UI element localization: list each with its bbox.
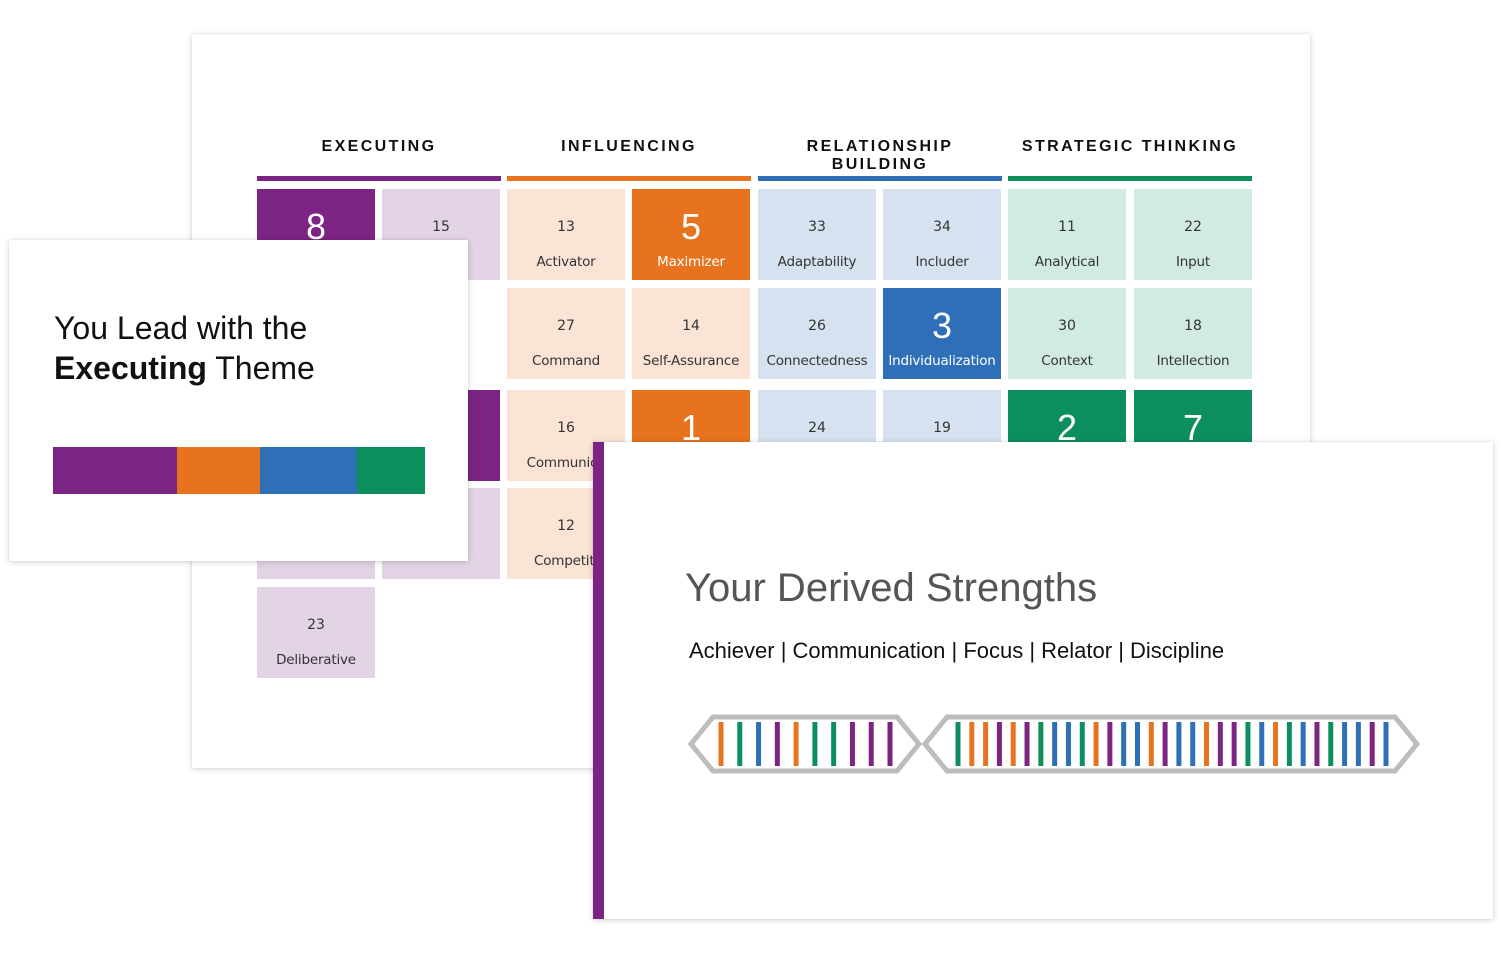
strength-rank: 26 <box>808 318 826 334</box>
derived-title: Your Derived Strengths <box>685 566 1098 610</box>
strength-name: Maximizer <box>657 254 725 270</box>
domain-bar <box>1008 176 1252 181</box>
strength-name: Input <box>1176 254 1210 270</box>
domain-header-executing: EXECUTING <box>321 138 437 155</box>
lead-theme-name: Executing <box>54 350 207 386</box>
strength-name: Intellection <box>1156 353 1230 369</box>
domain-header-influencing: INFLUENCING <box>561 138 697 155</box>
strength-rank: 16 <box>557 420 575 436</box>
strength-rank: 23 <box>307 617 325 633</box>
strength-rank: 18 <box>1184 318 1202 334</box>
strength-rank: 2 <box>1056 407 1078 448</box>
domain-header-relationship-building: RELATIONSHIP BUILDING <box>806 138 954 173</box>
strength-name: Deliberative <box>276 652 356 668</box>
lead-heading-line2: Executing Theme <box>54 350 315 387</box>
strength-rank: 1 <box>680 407 702 448</box>
domain-bar <box>507 176 751 181</box>
lead-theme-card: You Lead with the Executing Theme <box>9 240 468 561</box>
dna-strand-graphic <box>687 714 1421 774</box>
strength-rank: 27 <box>557 318 575 334</box>
dna-right-outline <box>921 714 1421 774</box>
strength-rank: 8 <box>305 206 327 247</box>
strength-name: Activator <box>536 254 596 270</box>
strength-rank: 24 <box>808 420 826 436</box>
proportion-segment-strategic <box>357 447 425 494</box>
domain-bar <box>758 176 1002 181</box>
proportion-segment-influencing <box>177 447 260 494</box>
domain-header-strategic-thinking: STRATEGIC THINKING <box>1021 138 1239 155</box>
strength-rank: 7 <box>1182 407 1204 448</box>
strength-rank: 3 <box>931 305 953 346</box>
strength-name: Command <box>532 353 600 369</box>
strength-name: Connectedness <box>766 353 868 369</box>
proportion-segment-relationship <box>260 447 357 494</box>
strength-rank: 5 <box>680 206 702 247</box>
strength-rank: 22 <box>1184 219 1202 235</box>
lead-heading-line1: You Lead with the <box>54 310 308 346</box>
strength-name: Communica <box>526 455 606 471</box>
executing-accent-stripe <box>593 442 604 919</box>
strength-rank: 15 <box>432 219 450 235</box>
strength-name: Analytical <box>1034 254 1100 270</box>
strength-name: Adaptability <box>777 254 857 270</box>
strength-rank: 19 <box>933 420 951 436</box>
strength-name: Self-Assurance <box>642 353 740 369</box>
strength-rank: 11 <box>1058 219 1076 235</box>
strength-name: Individualization <box>888 353 996 369</box>
lead-heading-suffix: Theme <box>206 350 315 386</box>
strength-name: Context <box>1041 353 1093 369</box>
strength-rank: 33 <box>808 219 826 235</box>
strength-rank: 14 <box>682 318 700 334</box>
domain-bar <box>257 176 501 181</box>
dna-left-outline <box>687 714 923 774</box>
strength-rank: 30 <box>1058 318 1076 334</box>
derived-strengths-list: Achiever | Communication | Focus | Relat… <box>689 638 1225 663</box>
strength-rank: 12 <box>557 518 575 534</box>
derived-strengths-card: Your Derived Strengths Achiever | Commun… <box>593 442 1493 919</box>
strength-rank: 13 <box>557 219 575 235</box>
strength-name: Competiti <box>534 553 598 569</box>
proportion-segment-executing <box>53 447 177 494</box>
strength-rank: 34 <box>933 219 951 235</box>
strength-name: Includer <box>915 254 969 270</box>
